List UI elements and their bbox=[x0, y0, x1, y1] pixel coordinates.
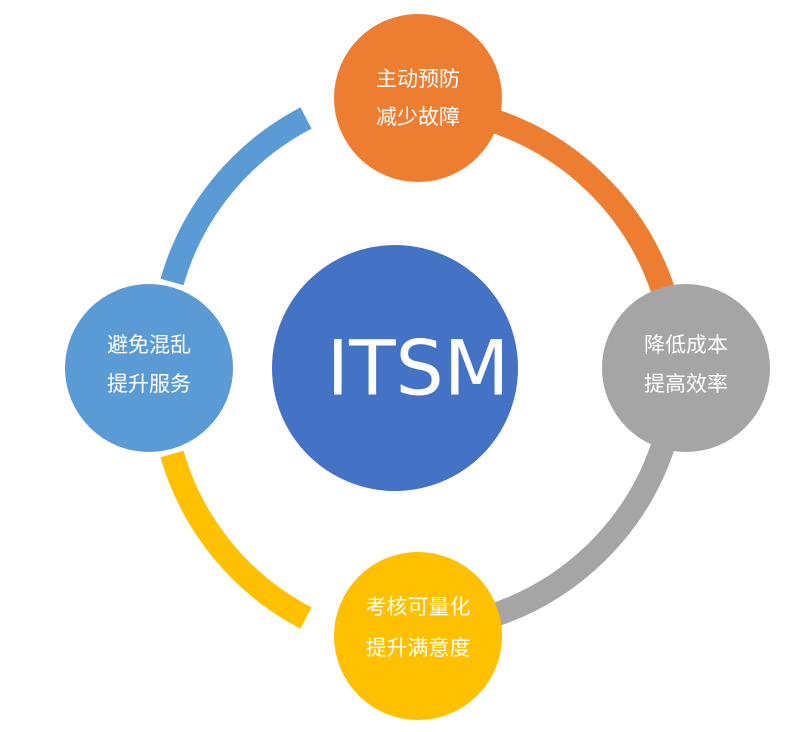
arc-left-to-top bbox=[160, 107, 312, 286]
node-left-line1: 避免混乱 bbox=[107, 333, 191, 357]
node-top: 主动预防 减少故障 bbox=[334, 14, 502, 182]
arc-top-to-right bbox=[481, 106, 675, 294]
node-left-circle bbox=[65, 284, 233, 452]
node-left-line2: 提升服务 bbox=[107, 372, 191, 396]
arc-right-to-bottom bbox=[481, 442, 675, 630]
node-right: 降低成本 提高效率 bbox=[602, 284, 770, 452]
node-top-line2: 减少故障 bbox=[376, 105, 460, 129]
node-top-line1: 主动预防 bbox=[376, 67, 460, 91]
node-right-line2: 提高效率 bbox=[644, 372, 728, 396]
node-bottom-line1: 考核可量化 bbox=[366, 595, 471, 619]
node-top-circle bbox=[334, 14, 502, 182]
center-circle bbox=[272, 245, 518, 491]
node-right-line1: 降低成本 bbox=[644, 333, 728, 357]
node-bottom-line2: 提升满意度 bbox=[366, 636, 471, 660]
node-right-circle bbox=[602, 284, 770, 452]
arc-bottom-to-left bbox=[160, 450, 312, 629]
node-left: 避免混乱 提升服务 bbox=[65, 284, 233, 452]
node-bottom-circle bbox=[334, 552, 502, 720]
center-label: ITSM bbox=[327, 324, 510, 413]
center-node: ITSM bbox=[272, 245, 518, 491]
node-bottom: 考核可量化 提升满意度 bbox=[334, 552, 502, 720]
